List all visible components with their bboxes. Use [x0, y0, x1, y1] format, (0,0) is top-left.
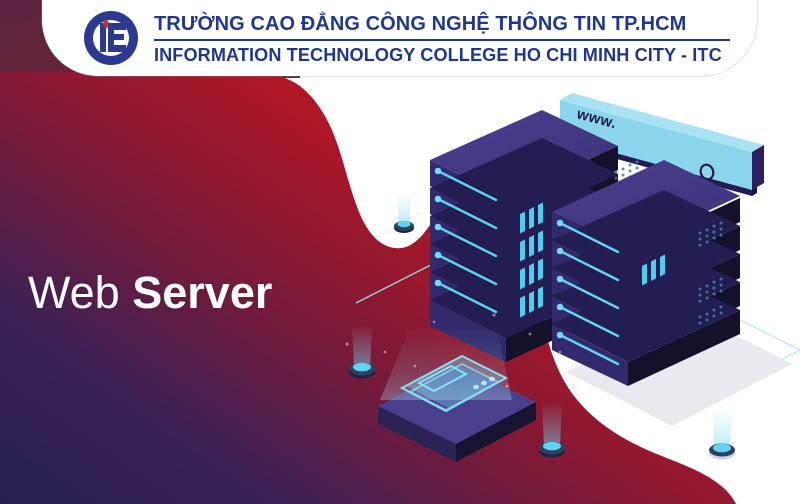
- beacon-far-right: [709, 406, 735, 460]
- college-title-vietnamese: TRƯỜNG CAO ĐẲNG CÔNG NGHỆ THÔNG TIN TP.H…: [154, 12, 687, 35]
- page-title: Web Server: [28, 270, 272, 315]
- beacon-left: [349, 325, 375, 379]
- server-vent-dots-front: [698, 221, 723, 325]
- server-leds-back: [436, 169, 498, 314]
- search-bar-www[interactable]: www.: [560, 93, 764, 196]
- title-divider: [154, 39, 731, 41]
- browser-window-hologram[interactable]: [399, 354, 509, 413]
- college-title-english: INFORMATION TECHNOLOGY COLLEGE HO CHI MI…: [154, 43, 722, 65]
- hero-title-light: Web: [28, 267, 120, 318]
- sparkle-dots: [345, 212, 657, 412]
- server-rack-front: [552, 160, 740, 386]
- beacon-mid: [394, 190, 414, 233]
- itc-college-emblem-icon: [80, 7, 142, 69]
- beacon-right: [539, 402, 565, 458]
- server-base-pad: [566, 310, 792, 426]
- hero-title-bold: Server: [132, 267, 273, 318]
- college-header-card: TRƯỜNG CAO ĐẲNG CÔNG NGHỆ THÔNG TIN TP.H…: [42, 0, 757, 76]
